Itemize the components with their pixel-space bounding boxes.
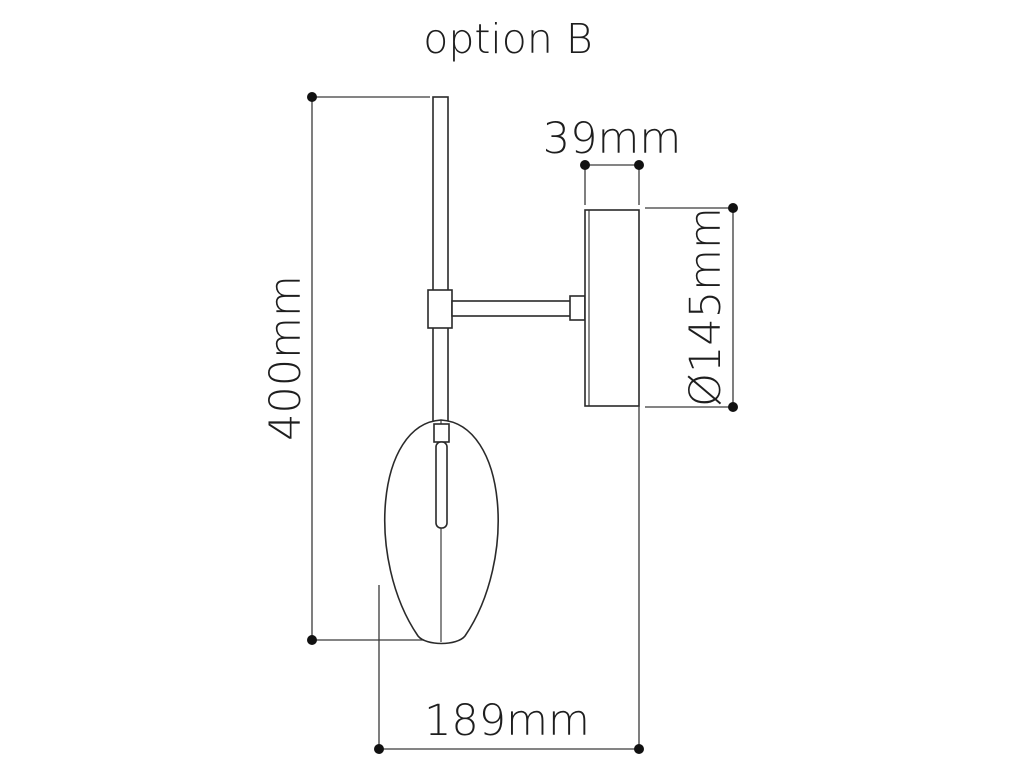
plate-depth-dimension: 39mm — [543, 114, 682, 205]
depth-right-dot — [634, 160, 644, 170]
projection-dimension: 189mm — [374, 406, 644, 754]
horizontal-arm — [451, 300, 573, 317]
arm-collar — [569, 295, 586, 321]
diameter-bottom-dot — [728, 402, 738, 412]
wall-plate — [584, 209, 640, 407]
diameter-top-dot — [728, 203, 738, 213]
plate-diameter-dimension: Ø145mm — [645, 203, 738, 412]
wall-plate-body — [584, 209, 640, 407]
lamp-body — [383, 96, 586, 645]
diagram-title: option B — [423, 15, 593, 63]
height-label: 400mm — [261, 275, 311, 441]
diameter-label: Ø145mm — [681, 207, 731, 407]
projection-label: 189mm — [424, 696, 590, 746]
projection-right-dot — [634, 744, 644, 754]
bulb-capsule — [435, 441, 448, 529]
vertical-rod — [432, 96, 449, 426]
height-top-dot — [307, 92, 317, 102]
height-dimension: 400mm — [261, 92, 430, 645]
projection-left-dot — [374, 744, 384, 754]
rod-joint — [427, 289, 453, 329]
depth-label: 39mm — [543, 114, 682, 164]
height-bottom-dot — [307, 635, 317, 645]
depth-left-dot — [580, 160, 590, 170]
bulb-socket — [433, 423, 450, 443]
